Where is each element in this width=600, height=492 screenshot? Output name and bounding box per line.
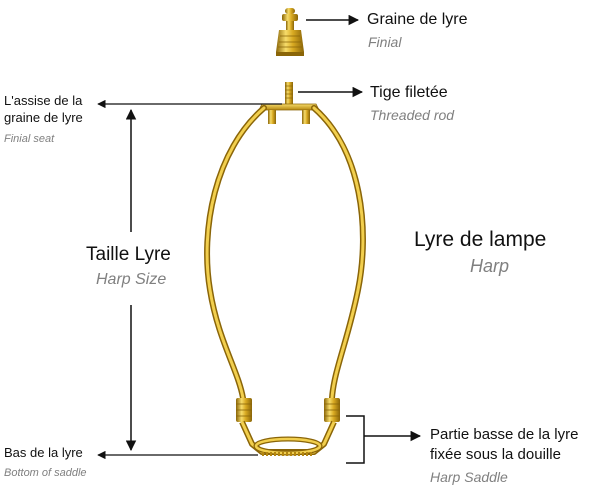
harp-saddle-bracket	[346, 415, 422, 464]
harp-frame-illustration	[204, 105, 366, 401]
harp-subtitle: Harp	[470, 256, 510, 276]
finial-seat-label-line1: L'assise de la	[4, 93, 83, 108]
finial-sublabel: Finial	[368, 34, 402, 50]
harp-size-sublabel: Harp Size	[96, 271, 167, 288]
threaded-rod-illustration	[258, 82, 320, 124]
threaded-rod-sublabel: Threaded rod	[370, 107, 455, 123]
finial-illustration	[276, 8, 304, 56]
harp-saddle-label-line2: fixée sous la douille	[430, 446, 561, 463]
harp-saddle-illustration	[236, 398, 340, 456]
harp-size-label: Taille Lyre	[86, 244, 171, 265]
bottom-of-saddle-sublabel: Bottom of saddle	[4, 467, 87, 479]
threaded-rod-label: Tige filetée	[370, 84, 448, 101]
bottom-of-saddle-label: Bas de la lyre	[4, 445, 83, 460]
finial-seat-sublabel: Finial seat	[4, 133, 55, 145]
harp-saddle-label-line1: Partie basse de la lyre	[430, 426, 579, 443]
harp-saddle-sublabel: Harp Saddle	[430, 469, 508, 485]
harp-title: Lyre de lampe	[414, 228, 547, 251]
finial-label: Graine de lyre	[367, 11, 468, 28]
finial-seat-label-line2: graine de lyre	[4, 110, 83, 125]
